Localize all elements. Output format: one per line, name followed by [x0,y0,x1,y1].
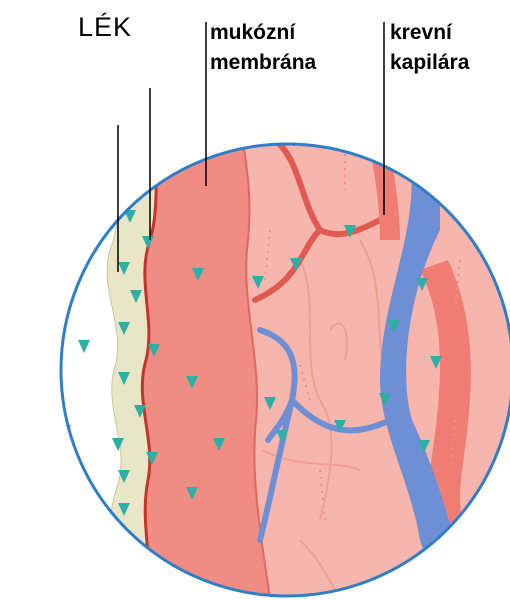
mucous-membrane-label: mukózní membrána [210,18,316,78]
drug-particle-triangle [74,244,86,257]
blood-capillary-label-line1: krevní [390,18,469,48]
drug-particle-triangle [161,162,173,175]
blood-capillary-label: krevní kapilára [390,18,469,78]
mucous-membrane-label-line2: membrána [210,48,316,78]
blood-capillary-label-line2: kapilára [390,48,469,78]
drug-label: LÉK [78,12,132,43]
mucous-membrane-label-line1: mukózní [210,18,316,48]
drug-particle-triangle [134,180,146,193]
